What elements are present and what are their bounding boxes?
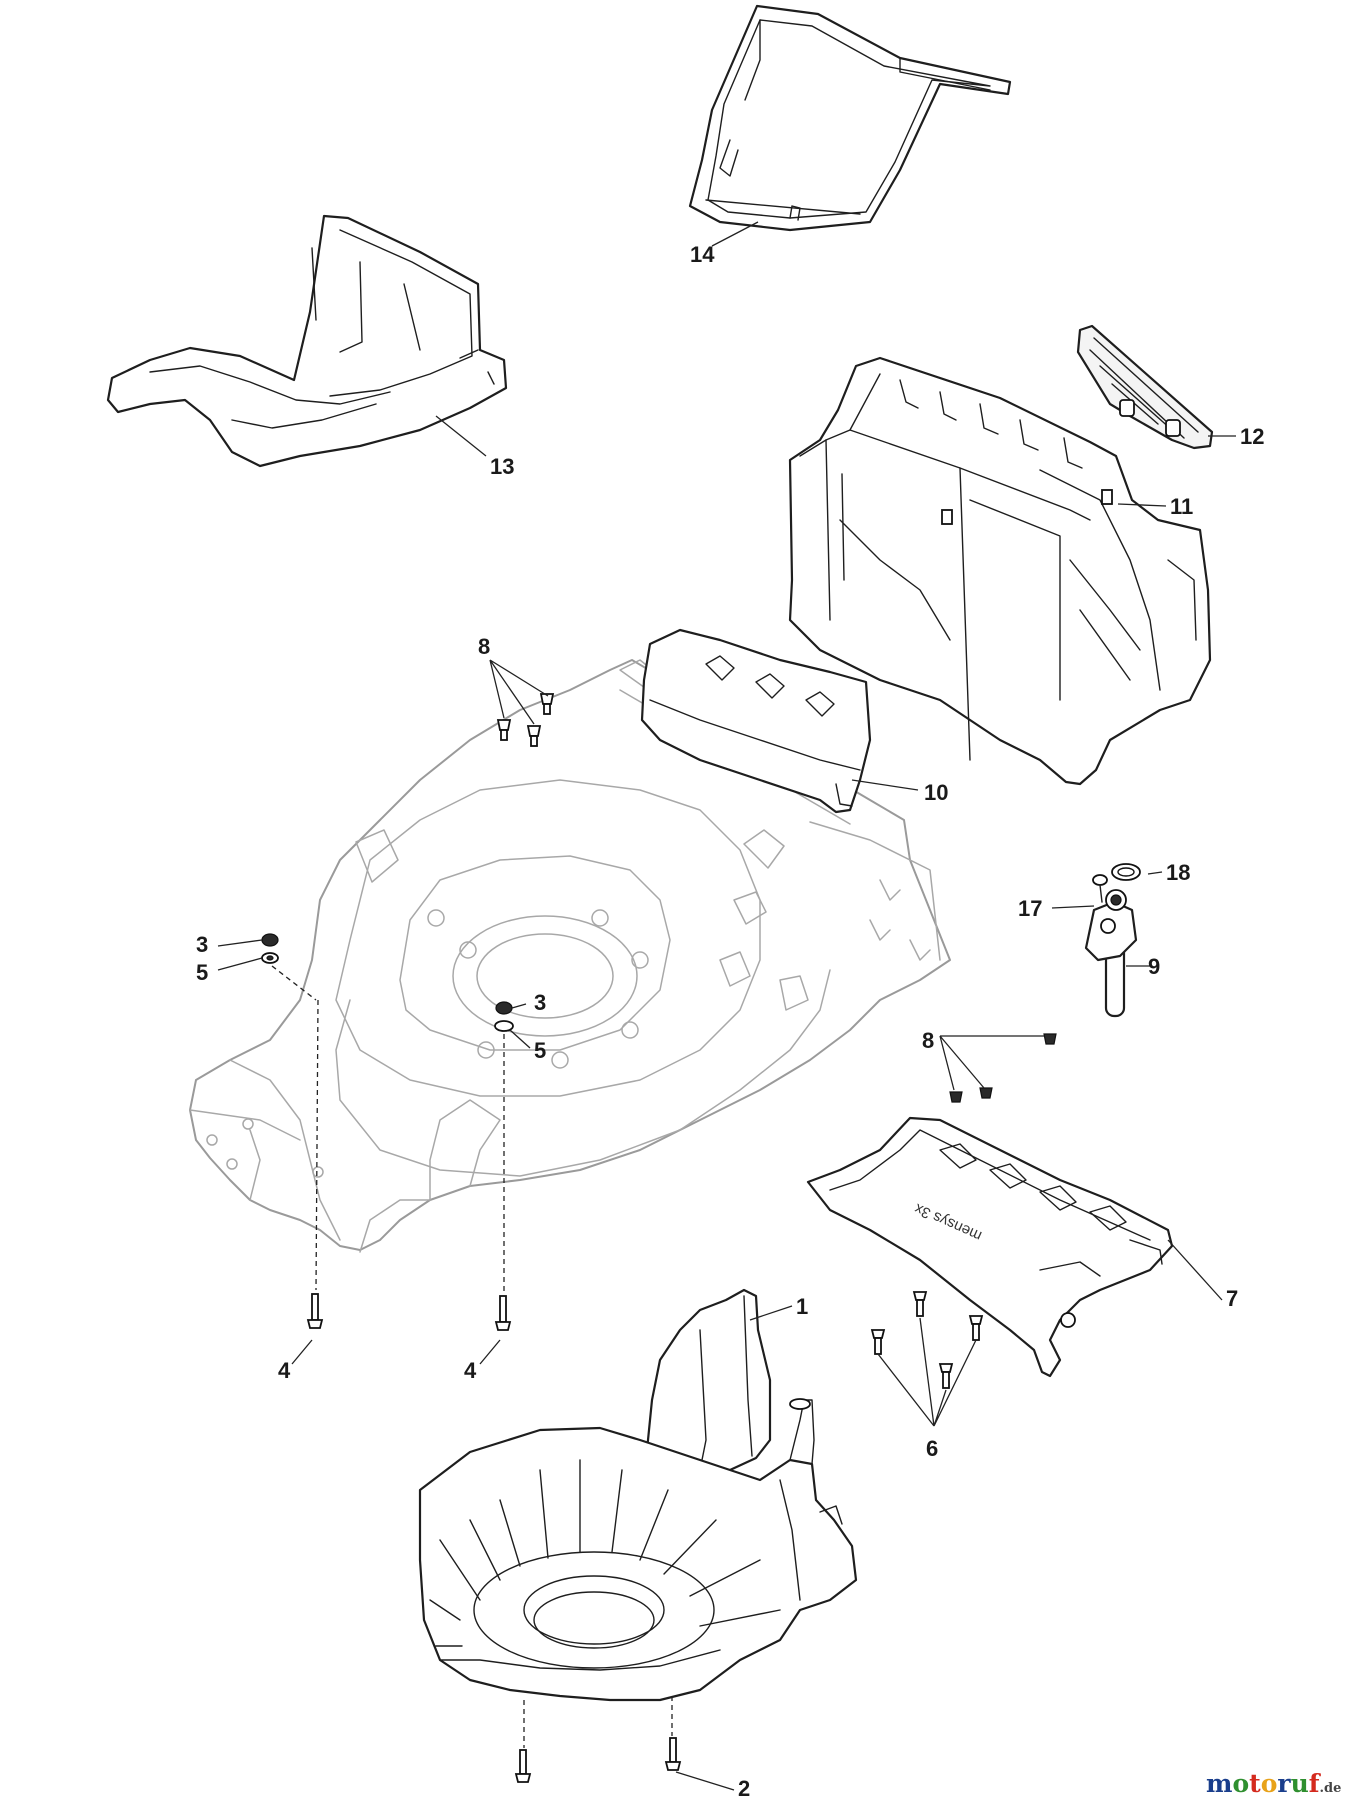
part-18-retaining-ring: [1111, 863, 1141, 881]
callout-17: 17: [1018, 896, 1042, 921]
watermark-letter-u: u: [1291, 1769, 1309, 1798]
callout-labels: 1 2 3 3 4 4 5 5 6 7 8 8 9 10 11 12 13 14…: [196, 242, 1264, 1800]
callout-4-center: 4: [464, 1358, 477, 1383]
part-14-catcher-lid: [688, 4, 1012, 232]
callout-2: 2: [738, 1776, 750, 1800]
part-9-height-adjust-lever: [1084, 889, 1138, 1018]
watermark-letter-m: m: [1206, 1769, 1232, 1798]
watermark-letter-t: t: [1249, 1769, 1261, 1798]
part-7-cover-plate: mensys 3x: [806, 1116, 1174, 1378]
callout-18: 18: [1166, 860, 1190, 885]
callout-8-upper: 8: [478, 634, 490, 659]
part-10-rear-flap: [640, 628, 872, 814]
watermark-letter-f: f: [1309, 1769, 1322, 1798]
watermark-letter-r: r: [1277, 1769, 1291, 1798]
part-4-bolt-left: [306, 1293, 324, 1329]
part-6-screws: [870, 1291, 984, 1389]
part-1-blade-housing: [418, 1398, 858, 1702]
part-17-screw: [1092, 874, 1108, 903]
part-4-bolt-center: [494, 1295, 512, 1331]
callout-5-left: 5: [196, 960, 208, 985]
callout-9: 9: [1148, 954, 1160, 979]
callout-8-lower: 8: [922, 1028, 934, 1053]
watermark-suffix: .de: [1320, 1781, 1342, 1796]
part-8-screws-upper: [496, 693, 555, 747]
callout-14: 14: [690, 242, 715, 267]
callout-6: 6: [926, 1436, 938, 1461]
part-5-washer-center: [494, 1020, 514, 1032]
callout-13: 13: [490, 454, 514, 479]
watermark-logo: motoruf.de: [1206, 1769, 1341, 1798]
part-13-rear-deflector: [106, 214, 508, 468]
callout-7: 7: [1226, 1286, 1238, 1311]
watermark-letter-o: o: [1232, 1769, 1249, 1798]
part-12-vent-grille: [1076, 324, 1214, 450]
part-5-washer-left: [261, 952, 279, 964]
leader-lines: [217, 221, 1236, 1791]
callout-3-left: 3: [196, 932, 208, 957]
part-3-nut-center: [495, 1001, 513, 1015]
callout-12: 12: [1240, 424, 1264, 449]
callout-10: 10: [924, 780, 948, 805]
part-11-catcher-body: [788, 356, 1212, 786]
callout-4-left: 4: [278, 1358, 291, 1383]
part-2-screws: [514, 1737, 682, 1783]
part-3-nut-left: [261, 933, 279, 947]
watermark-letter-o2: o: [1261, 1769, 1278, 1798]
callout-1: 1: [796, 1294, 808, 1319]
callout-3-center: 3: [534, 990, 546, 1015]
callout-5-center: 5: [534, 1038, 546, 1063]
part-8-screws-lower: [949, 1033, 1057, 1103]
callout-11: 11: [1170, 494, 1193, 519]
